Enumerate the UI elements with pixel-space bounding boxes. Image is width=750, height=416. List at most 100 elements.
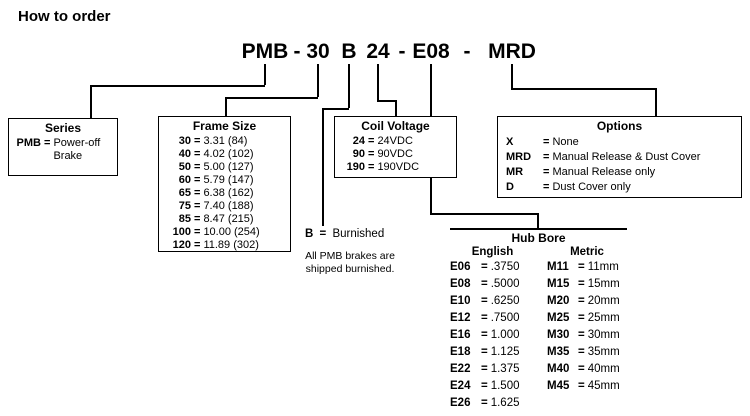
coil-voltage-box: Coil Voltage 24=24VDC 90=90VDC 190=190VD… xyxy=(334,116,457,178)
hub-bore-top-rule xyxy=(450,228,627,230)
part-segment-frame-size: 30 xyxy=(306,40,330,63)
connector-line xyxy=(430,213,538,215)
coil-voltage-row: 24=24VDC xyxy=(352,135,413,147)
hub-bore-row: E08=.5000 xyxy=(450,276,535,293)
equals-sign: = xyxy=(578,261,585,273)
equals-sign: = xyxy=(44,137,51,149)
equals-sign: = xyxy=(578,380,585,392)
equals-sign: = xyxy=(481,295,488,307)
frame-size-row: 100=10.00 (254) xyxy=(172,226,260,238)
frame-size-row: 60=5.79 (147) xyxy=(178,174,254,186)
hub-bore-row: M35=35mm xyxy=(547,344,627,361)
equals-sign: = xyxy=(578,278,585,290)
series-desc: Power-off Brake xyxy=(53,137,101,162)
page-title: How to order xyxy=(18,8,111,25)
equals-sign: = xyxy=(578,363,585,375)
connector-line xyxy=(348,64,350,108)
equals-sign: = xyxy=(194,213,201,225)
hub-bore-row: E10=.6250 xyxy=(450,293,535,310)
equals-sign: = xyxy=(368,161,375,173)
connector-line xyxy=(395,100,397,116)
hub-bore-header: Hub Bore xyxy=(511,231,566,245)
equals-sign: = xyxy=(543,151,550,163)
burnished-note-title: B = Burnished xyxy=(305,228,384,240)
series-row: PMB = Power-off Brake xyxy=(15,137,117,163)
equals-sign: = xyxy=(319,228,327,240)
options-box: Options X=None MRD=Manual Release & Dust… xyxy=(497,116,742,198)
part-dash-2: - xyxy=(398,40,406,63)
hub-bore-row: E22=1.375 xyxy=(450,361,535,378)
options-row: MRD=Manual Release & Dust Cover xyxy=(506,151,701,163)
frame-size-row: 40=4.02 (102) xyxy=(178,148,254,160)
connector-line xyxy=(90,85,265,87)
hub-bore-row: E26=1.625 xyxy=(450,395,535,412)
connector-line xyxy=(511,64,513,88)
series-header: Series xyxy=(44,121,82,135)
burnished-code: B xyxy=(305,228,314,240)
hub-bore-row: M11=11mm xyxy=(547,259,627,276)
equals-sign: = xyxy=(543,136,550,148)
coil-voltage-header: Coil Voltage xyxy=(361,119,430,133)
hub-bore-row: E18=1.125 xyxy=(450,344,535,361)
hub-bore-row: M25=25mm xyxy=(547,310,627,327)
connector-line xyxy=(377,100,396,102)
hub-bore-row: M30=30mm xyxy=(547,327,627,344)
equals-sign: = xyxy=(481,278,488,290)
equals-sign: = xyxy=(481,380,488,392)
burnished-label: Burnished xyxy=(332,228,385,240)
hub-bore-row: M20=20mm xyxy=(547,293,627,310)
equals-sign: = xyxy=(481,346,488,358)
equals-sign: = xyxy=(194,135,201,147)
hub-bore-row: E16=1.000 xyxy=(450,327,535,344)
equals-sign: = xyxy=(543,181,550,193)
connector-line xyxy=(317,64,319,97)
equals-sign: = xyxy=(481,261,488,273)
series-box: Series PMB = Power-off Brake xyxy=(8,118,118,176)
frame-size-row: 65=6.38 (162) xyxy=(178,187,254,199)
burnished-note-text: All PMB brakes are shipped burnished. xyxy=(305,250,395,275)
equals-sign: = xyxy=(481,363,488,375)
frame-size-header: Frame Size xyxy=(192,119,257,133)
frame-size-row: 30=3.31 (84) xyxy=(178,135,248,147)
equals-sign: = xyxy=(194,187,201,199)
coil-voltage-row: 190=190VDC xyxy=(346,161,420,173)
connector-line xyxy=(264,64,266,85)
equals-sign: = xyxy=(543,166,550,178)
equals-sign: = xyxy=(578,329,585,341)
hub-bore-row: M45=45mm xyxy=(547,378,627,395)
part-segment-hub-bore: E08 xyxy=(412,40,450,63)
frame-size-row: 120=11.89 (302) xyxy=(172,239,259,251)
equals-sign: = xyxy=(481,312,488,324)
connector-line xyxy=(511,88,656,90)
hub-bore-english-header: English xyxy=(471,246,514,258)
equals-sign: = xyxy=(194,174,201,186)
equals-sign: = xyxy=(578,295,585,307)
equals-sign: = xyxy=(481,329,488,341)
frame-size-row: 85=8.47 (215) xyxy=(178,213,254,225)
connector-line xyxy=(377,64,379,100)
hub-bore-row: E06=.3750 xyxy=(450,259,535,276)
hub-bore-english-column: English E06=.3750 E08=.5000 E10=.6250 E1… xyxy=(450,245,535,412)
frame-size-row: 75=7.40 (188) xyxy=(178,200,254,212)
hub-bore-row: E24=1.500 xyxy=(450,378,535,395)
hub-bore-metric-header: Metric xyxy=(570,246,604,258)
frame-size-row: 50=5.00 (127) xyxy=(178,161,254,173)
part-segment-options: MRD xyxy=(488,40,536,63)
connector-line xyxy=(655,88,657,116)
part-segment-series: PMB xyxy=(241,40,289,63)
hub-bore-metric-column: Metric M11=11mm M15=15mm M20=20mm M25=25… xyxy=(547,245,627,412)
series-code: PMB xyxy=(16,137,41,149)
options-row: X=None xyxy=(506,136,579,148)
part-segment-coil-voltage: 24 xyxy=(366,40,390,63)
connector-line xyxy=(225,97,227,116)
hub-bore-row: M15=15mm xyxy=(547,276,627,293)
equals-sign: = xyxy=(194,239,201,251)
connector-line xyxy=(322,108,349,110)
equals-sign: = xyxy=(368,135,375,147)
part-dash-1: - xyxy=(293,40,301,63)
equals-sign: = xyxy=(194,161,201,173)
equals-sign: = xyxy=(578,312,585,324)
hub-bore-row: E12=.7500 xyxy=(450,310,535,327)
options-row: D=Dust Cover only xyxy=(506,181,631,193)
